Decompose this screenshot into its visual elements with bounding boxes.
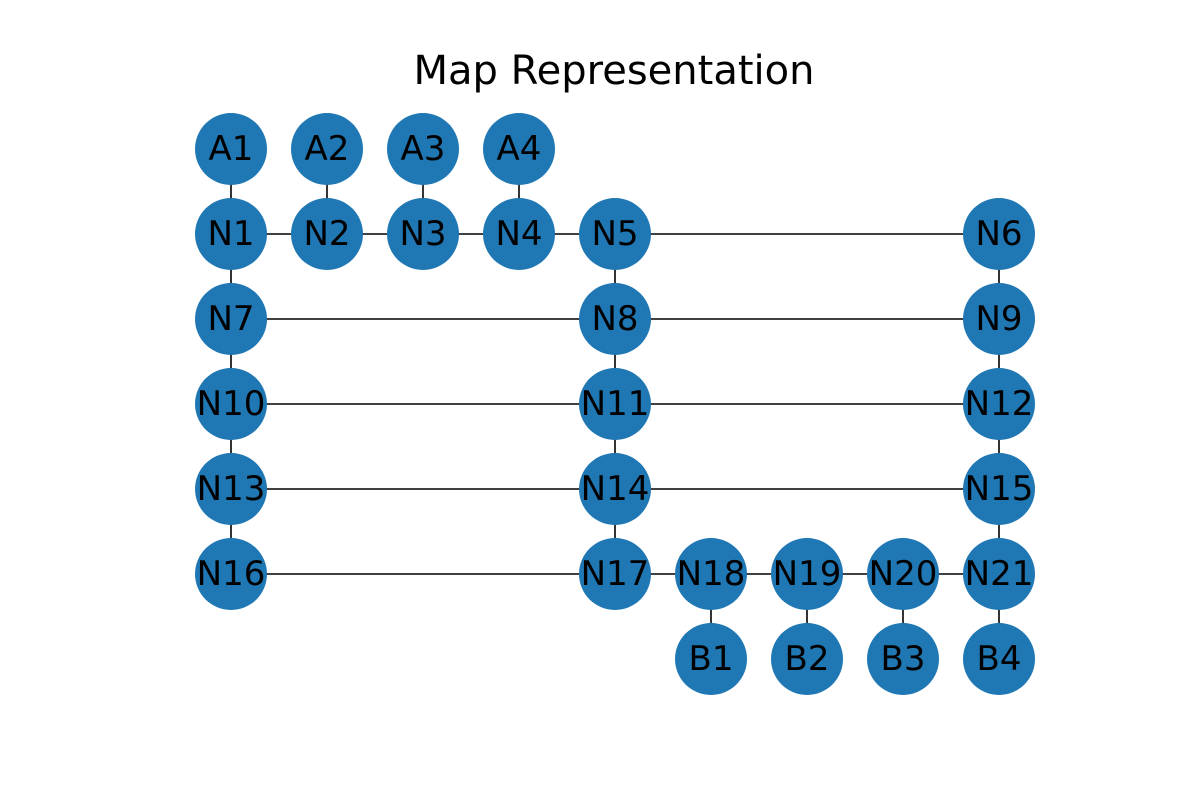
node-circle (195, 538, 267, 610)
node-circle (195, 198, 267, 270)
node-label: B3 (881, 639, 926, 679)
node-label: N11 (581, 384, 650, 424)
node-circle (579, 538, 651, 610)
node-n17: N17 (579, 538, 651, 610)
node-n6: N6 (963, 198, 1035, 270)
node-n16: N16 (195, 538, 267, 610)
node-a3: A3 (387, 113, 459, 185)
node-n12: N12 (963, 368, 1035, 440)
node-circle (963, 198, 1035, 270)
node-label: N6 (975, 214, 1022, 254)
node-circle (963, 368, 1035, 440)
node-circle (963, 623, 1035, 695)
node-label: N1 (207, 214, 254, 254)
node-circle (195, 113, 267, 185)
node-n21: N21 (963, 538, 1035, 610)
node-label: N2 (303, 214, 350, 254)
node-circle (483, 198, 555, 270)
node-circle (195, 283, 267, 355)
node-n7: N7 (195, 283, 267, 355)
node-circle (195, 453, 267, 525)
node-n3: N3 (387, 198, 459, 270)
node-b2: B2 (771, 623, 843, 695)
node-label: A4 (497, 129, 542, 169)
node-label: N3 (399, 214, 446, 254)
node-label: N13 (197, 469, 266, 509)
node-n18: N18 (675, 538, 747, 610)
node-circle (387, 113, 459, 185)
node-circle (387, 198, 459, 270)
node-label: N12 (965, 384, 1034, 424)
node-label: N19 (773, 554, 842, 594)
node-circle (963, 538, 1035, 610)
node-label: N17 (581, 554, 650, 594)
node-n1: N1 (195, 198, 267, 270)
node-a4: A4 (483, 113, 555, 185)
node-circle (675, 538, 747, 610)
node-n13: N13 (195, 453, 267, 525)
node-circle (291, 198, 363, 270)
node-n10: N10 (195, 368, 267, 440)
node-label: N18 (677, 554, 746, 594)
node-a1: A1 (195, 113, 267, 185)
node-circle (867, 538, 939, 610)
node-circle (675, 623, 747, 695)
node-label: N7 (207, 299, 254, 339)
node-label: B1 (689, 639, 734, 679)
node-label: N14 (581, 469, 650, 509)
node-n14: N14 (579, 453, 651, 525)
node-label: B4 (977, 639, 1022, 679)
node-label: A3 (401, 129, 446, 169)
node-n11: N11 (579, 368, 651, 440)
node-circle (771, 623, 843, 695)
node-circle (195, 368, 267, 440)
node-circle (291, 113, 363, 185)
node-label: N4 (495, 214, 542, 254)
node-label: A1 (209, 129, 254, 169)
node-circle (963, 453, 1035, 525)
node-circle (579, 368, 651, 440)
node-n20: N20 (867, 538, 939, 610)
node-label: N9 (975, 299, 1022, 339)
node-label: N16 (197, 554, 266, 594)
node-circle (963, 283, 1035, 355)
node-label: B2 (785, 639, 830, 679)
node-n9: N9 (963, 283, 1035, 355)
node-circle (483, 113, 555, 185)
node-b4: B4 (963, 623, 1035, 695)
node-circle (867, 623, 939, 695)
node-circle (579, 453, 651, 525)
node-label: N10 (197, 384, 266, 424)
node-label: N8 (591, 299, 638, 339)
node-circle (579, 198, 651, 270)
node-circle (579, 283, 651, 355)
node-b1: B1 (675, 623, 747, 695)
node-n8: N8 (579, 283, 651, 355)
node-label: N15 (965, 469, 1034, 509)
node-n2: N2 (291, 198, 363, 270)
node-n19: N19 (771, 538, 843, 610)
node-n15: N15 (963, 453, 1035, 525)
node-circle (771, 538, 843, 610)
node-label: A2 (305, 129, 350, 169)
node-b3: B3 (867, 623, 939, 695)
diagram-title: Map Representation (413, 48, 815, 94)
node-n4: N4 (483, 198, 555, 270)
node-a2: A2 (291, 113, 363, 185)
node-label: N5 (591, 214, 638, 254)
node-label: N21 (965, 554, 1034, 594)
node-label: N20 (869, 554, 938, 594)
node-n5: N5 (579, 198, 651, 270)
